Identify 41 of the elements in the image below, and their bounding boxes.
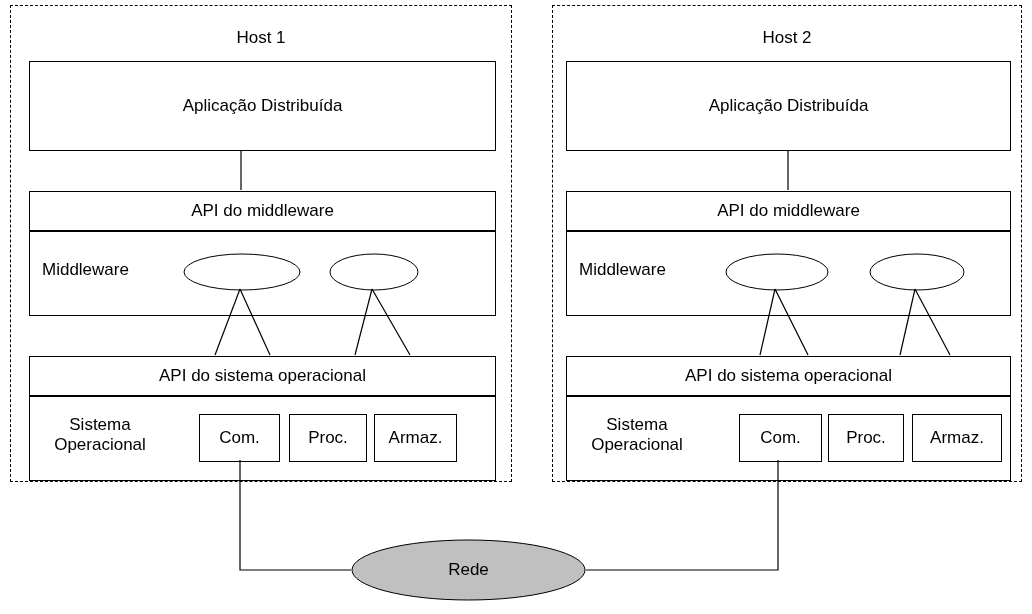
connector-line: [787, 149, 789, 191]
component-box: Armaz.: [912, 414, 1002, 462]
api-layer-box: API do sistema operacional: [29, 356, 496, 396]
connector-line: [240, 149, 242, 191]
network-ellipse: Rede: [351, 539, 586, 601]
empty-ellipse: [725, 253, 829, 291]
connector-line: [354, 288, 373, 356]
application-box: Aplicação Distribuída: [29, 61, 496, 151]
middleware-label: Middleware: [579, 260, 666, 280]
component-box: Armaz.: [374, 414, 457, 462]
connector-line: [914, 288, 951, 356]
api-layer-box: API do sistema operacional: [566, 356, 1011, 396]
connector-line: [585, 459, 779, 571]
host-title: Host 2: [761, 28, 813, 48]
connector-line: [214, 288, 241, 356]
connector-line: [759, 288, 776, 356]
host-boundary: [552, 5, 1022, 482]
empty-ellipse: [329, 253, 419, 291]
middleware-layer-box: [29, 231, 496, 316]
component-box: Com.: [739, 414, 822, 462]
component-box: Com.: [199, 414, 280, 462]
os-layer-box: [566, 396, 1011, 481]
component-box: Proc.: [828, 414, 904, 462]
connector-line: [899, 288, 916, 356]
middleware-label: Middleware: [42, 260, 129, 280]
empty-ellipse: [183, 253, 301, 291]
middleware-layer-box: [566, 231, 1011, 316]
host-boundary: [10, 5, 512, 482]
connector-line: [371, 288, 411, 356]
connector-line: [239, 459, 352, 571]
connector-line: [239, 288, 271, 356]
os-layer-box: [29, 396, 496, 481]
application-box: Aplicação Distribuída: [566, 61, 1011, 151]
component-box: Proc.: [289, 414, 367, 462]
os-label: Sistema Operacional: [53, 415, 147, 455]
os-label: Sistema Operacional: [590, 415, 684, 455]
host-title: Host 1: [235, 28, 287, 48]
connector-line: [774, 288, 809, 356]
api-layer-box: API do middleware: [29, 191, 496, 231]
api-layer-box: API do middleware: [566, 191, 1011, 231]
empty-ellipse: [869, 253, 965, 291]
